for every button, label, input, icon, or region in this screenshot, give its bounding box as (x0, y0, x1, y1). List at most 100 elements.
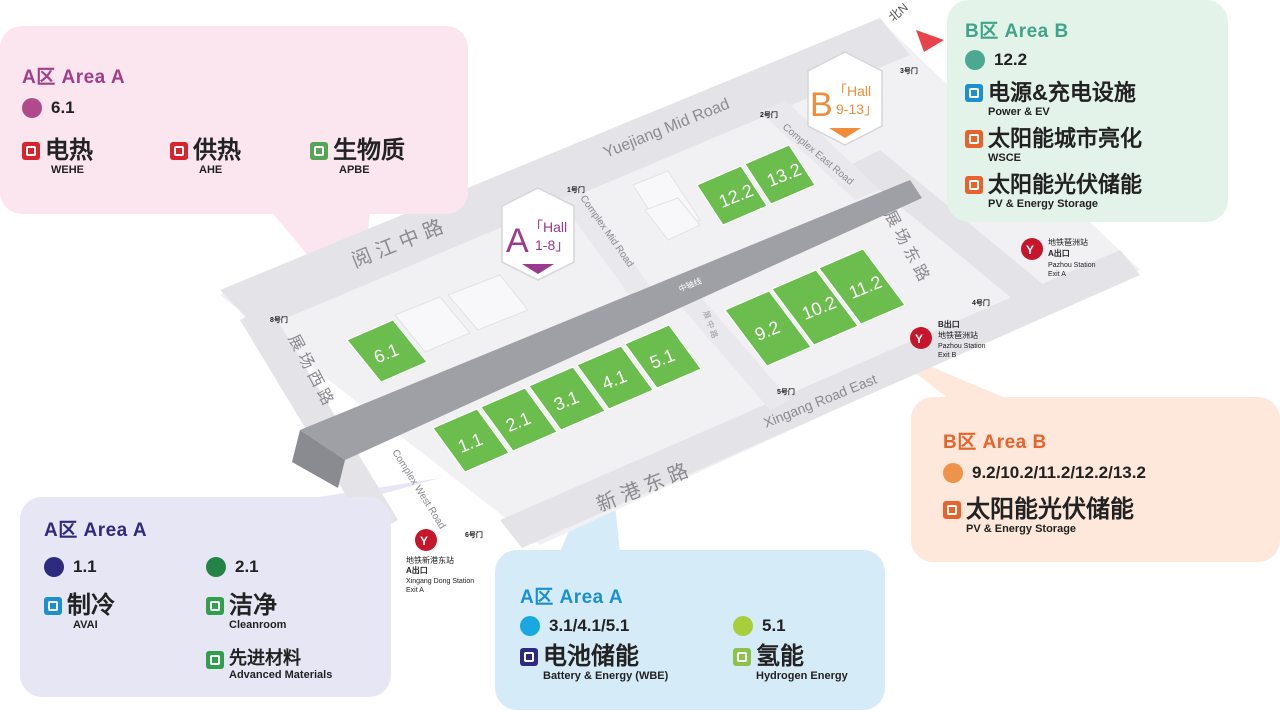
category-cn: 生物质 (333, 137, 405, 164)
hall-color-dot (965, 50, 985, 70)
hall-number: 3.1/4.1/5.1 (549, 616, 630, 635)
hall-color-dot (733, 616, 753, 636)
solar-panel-icon (965, 176, 983, 194)
north-label: 北N (886, 0, 911, 24)
metro-icon (1021, 238, 1043, 260)
hall-a-badge: A 「Hall 1-8」 (501, 187, 575, 281)
hall-number: 5.1 (762, 616, 786, 635)
hall-color-dot (206, 557, 226, 577)
category-en: Battery & Energy (WBE) (543, 670, 669, 682)
station-xingang-exit: A出口 (406, 565, 428, 575)
station-pazhou-a-en1: Pazhou Station (1048, 262, 1096, 269)
halls-layer: 1.12.13.14.15.16.19.210.211.212.213.2 (346, 144, 906, 473)
category-en: PV & Energy Storage (966, 523, 1077, 535)
category-cn: 太阳能城市亮化 (988, 126, 1143, 151)
road-yuejiang (220, 18, 910, 330)
station-xingang-en1: Xingang Dong Station (406, 578, 474, 585)
battery-icon (520, 648, 538, 666)
clean-icon (206, 597, 224, 615)
heat-supply-icon (170, 142, 188, 160)
gate-6-label: 6号门 (465, 530, 483, 539)
road-complex-east (760, 100, 880, 200)
hall-11.2[interactable] (818, 248, 906, 325)
hall-5.1[interactable] (624, 324, 702, 389)
card-title: B区 Area B (943, 432, 1047, 453)
hall-row: 6.1 (22, 98, 75, 118)
category-en: WSCE (988, 152, 1021, 164)
hall-3.1[interactable] (528, 366, 606, 431)
solar-panel-icon (943, 501, 961, 519)
gate-1-label: 1号门 (567, 185, 585, 194)
area-b-card-orange: B区 Area B 9.2/10.2/11.2/12.2/13.2 太阳能光伏储… (911, 397, 1280, 562)
walkway-end (292, 430, 345, 488)
category-en: Power & EV (988, 106, 1050, 118)
hall-row: 9.2/10.2/11.2/12.2/13.2 (943, 463, 1146, 483)
card-title: A区 Area A (22, 67, 126, 88)
category-cn: 太阳能光伏储能 (966, 496, 1134, 523)
category-cn: 电源&充电设施 (988, 80, 1136, 105)
category-en: AHE (199, 164, 223, 176)
materials-icon (206, 651, 224, 669)
hall-number: 12.2 (994, 50, 1028, 69)
category-cn: 制冷 (67, 592, 115, 619)
hall-b-text1: 「Hall (833, 83, 871, 99)
hall-12.2[interactable] (696, 165, 768, 226)
gate-5-label: 5号门 (777, 387, 795, 396)
card-title: A区 Area A (44, 520, 148, 541)
hall-color-dot (22, 98, 42, 118)
hall-10.2[interactable] (771, 269, 859, 346)
hall-1.1[interactable] (432, 408, 510, 473)
hall-a-text1: 「Hall (529, 219, 567, 235)
hall-b-letter: B (810, 86, 833, 124)
category-cn: 洁净 (229, 592, 277, 619)
hall-13.2[interactable] (744, 144, 816, 205)
category-cn: 先进材料 (229, 648, 301, 668)
station-pazhou-b: Y B出口 地铁琶洲站 Pazhou Station Exit B (910, 319, 986, 359)
heater-icon (22, 142, 40, 160)
gate-2-label: 2号门 (760, 110, 778, 119)
hall-6.1[interactable] (346, 319, 428, 383)
card-title: B区 Area B (965, 21, 1069, 42)
hall-row-1: 3.1/4.1/5.1 (520, 616, 629, 636)
station-pazhou-b-en2: Exit B (938, 352, 957, 359)
metro-icon (415, 529, 437, 551)
hall-row-2: 5.1 (733, 616, 786, 636)
gate-8-label: 8号门 (270, 315, 288, 324)
category-en: PV & Energy Storage (988, 198, 1099, 210)
svg-text:Y: Y (1026, 243, 1034, 257)
hall-row-1: 1.1 (44, 557, 97, 577)
hall-4.1[interactable] (576, 345, 654, 410)
hall-b-badge: B 「Hall 9-13」 (807, 51, 883, 146)
snowflake-icon (44, 597, 62, 615)
category-en: APBE (339, 164, 370, 176)
hall-2.1[interactable] (480, 387, 558, 452)
hall-color-dot (943, 463, 963, 483)
category-en: Cleanroom (229, 619, 287, 631)
card-title: A区 Area A (520, 587, 624, 608)
central-walkway (300, 180, 922, 460)
category-en: WEHE (51, 164, 84, 176)
biomass-icon (310, 142, 328, 160)
hall-a-text2: 1-8」 (535, 237, 569, 253)
hall-a-letter: A (506, 222, 529, 260)
station-pazhou-b-en1: Pazhou Station (938, 343, 986, 350)
hall-row-2: 2.1 (206, 557, 259, 577)
hall-9.2[interactable] (724, 290, 812, 367)
station-pazhou-a: Y 地铁琶洲站 A出口 Pazhou Station Exit A (1021, 237, 1096, 278)
category-cn: 太阳能光伏储能 (988, 172, 1143, 197)
road-west (240, 305, 398, 535)
category-cn: 电池储能 (543, 643, 639, 670)
hall-b-text2: 9-13」 (836, 101, 878, 117)
station-pazhou-b-cn: 地铁琶洲站 (938, 330, 978, 340)
